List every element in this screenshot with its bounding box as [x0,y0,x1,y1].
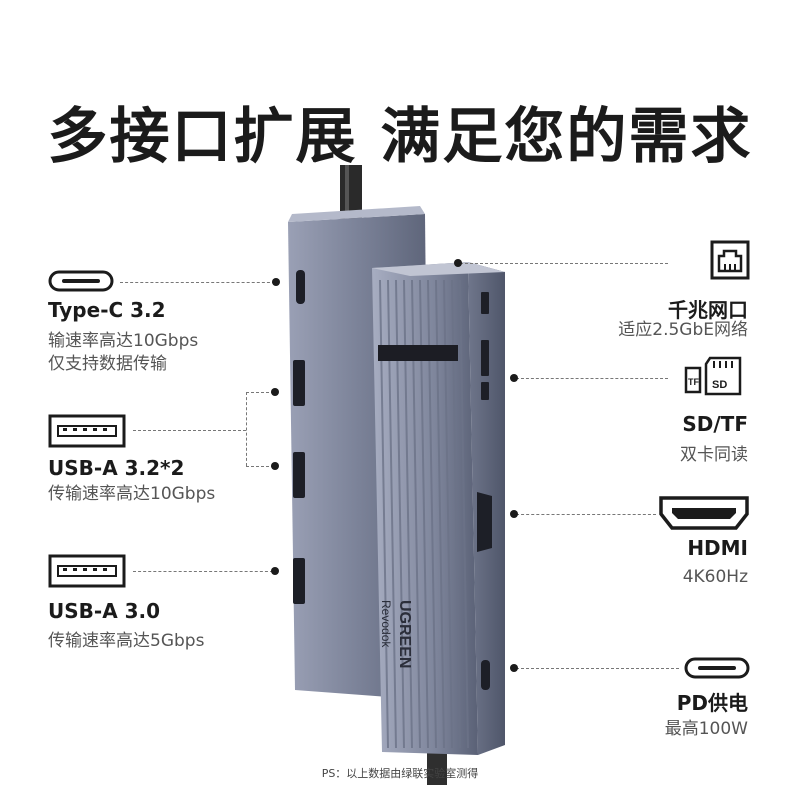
leader-dot [510,510,518,518]
feature-title-usb-a-30: USB-A 3.0 [48,599,161,623]
feature-title-ethernet: 千兆网口 [668,298,748,322]
pd-usb-c-port [481,660,490,690]
leader-dot [510,664,518,672]
rear-usb-c-port [296,270,305,304]
feature-title-usb-a-32: USB-A 3.2*2 [48,456,185,480]
ethernet-port-icon [710,240,750,280]
feature-sub-pd: 最高100W [664,719,748,739]
hdmi-port-icon [659,496,749,530]
rear-usb-a-port-2 [293,452,305,498]
headline: 多接口扩展 满足您的需求 [47,102,753,172]
leader-usb-a-32-top [246,392,274,393]
product-model: Revodok [379,600,393,648]
card-slot-band [378,345,458,361]
sd-slot [481,340,489,376]
leader-dot [510,374,518,382]
leader-ethernet [460,263,668,264]
leader-pd [516,668,679,669]
hdmi-port [477,492,492,552]
feature-sub-sd-tf: 双卡同读 [680,445,748,465]
usb-c-port-icon [48,270,114,292]
rear-usb-a-port-1 [293,360,305,406]
leader-usb-a-32 [133,430,246,431]
tf-slot [481,382,489,400]
usb-a-port-icon [48,554,126,588]
feature-title-hdmi: HDMI [687,536,748,560]
ethernet-port [481,292,489,314]
body-rib [459,279,469,749]
leader-dot [271,462,279,470]
leader-dot [271,388,279,396]
sd-tf-card-icon: TF SD [684,356,742,396]
usb-c-port-icon [684,657,750,679]
leader-dot [271,567,279,575]
feature-title-sd-tf: SD/TF [682,412,748,436]
product-brand: UGREEN [396,600,413,668]
feature-sub-hdmi: 4K60Hz [682,567,748,587]
front-hub-body: UGREEN Revodok [372,262,505,755]
feature-sub-ethernet: 适应2.5GbE网络 [618,320,748,340]
leader-usb-a-32-bottom [246,466,274,467]
tf-icon-label: TF [688,377,699,387]
leader-type-c [120,282,275,283]
feature-title-type-c: Type-C 3.2 [48,298,166,322]
feature-sub-type-c-2: 仅支持数据传输 [48,354,167,374]
leader-usb-a-30 [133,571,273,572]
leader-dot [454,259,462,267]
feature-title-pd: PD供电 [676,691,748,715]
leader-dot [272,278,280,286]
sd-icon-label: SD [712,379,727,391]
footnote: PS：以上数据由绿联实验室测得 [321,767,479,780]
usb-a-port-icon [48,414,126,448]
bottom-cable [427,745,447,785]
leader-usb-a-32-bracket [246,392,247,466]
rear-usb-a-port-3 [293,558,305,604]
leader-sd-tf [516,378,668,379]
feature-sub-usb-a-32: 传输速率高达10Gbps [48,484,216,504]
feature-sub-type-c-1: 输速率高达10Gbps [48,331,199,351]
feature-sub-usb-a-30: 传输速率高达5Gbps [48,631,205,651]
leader-hdmi [516,514,656,515]
